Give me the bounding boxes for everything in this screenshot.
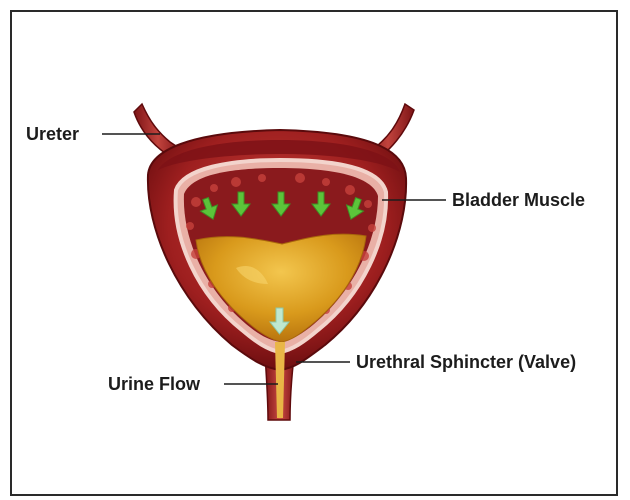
label-bladder-muscle: Bladder Muscle [452, 190, 585, 210]
label-urine-flow: Urine Flow [108, 374, 200, 394]
label-urethral-sphincter: Urethral Sphincter (Valve) [356, 352, 576, 372]
label-ureter: Ureter [26, 124, 79, 144]
